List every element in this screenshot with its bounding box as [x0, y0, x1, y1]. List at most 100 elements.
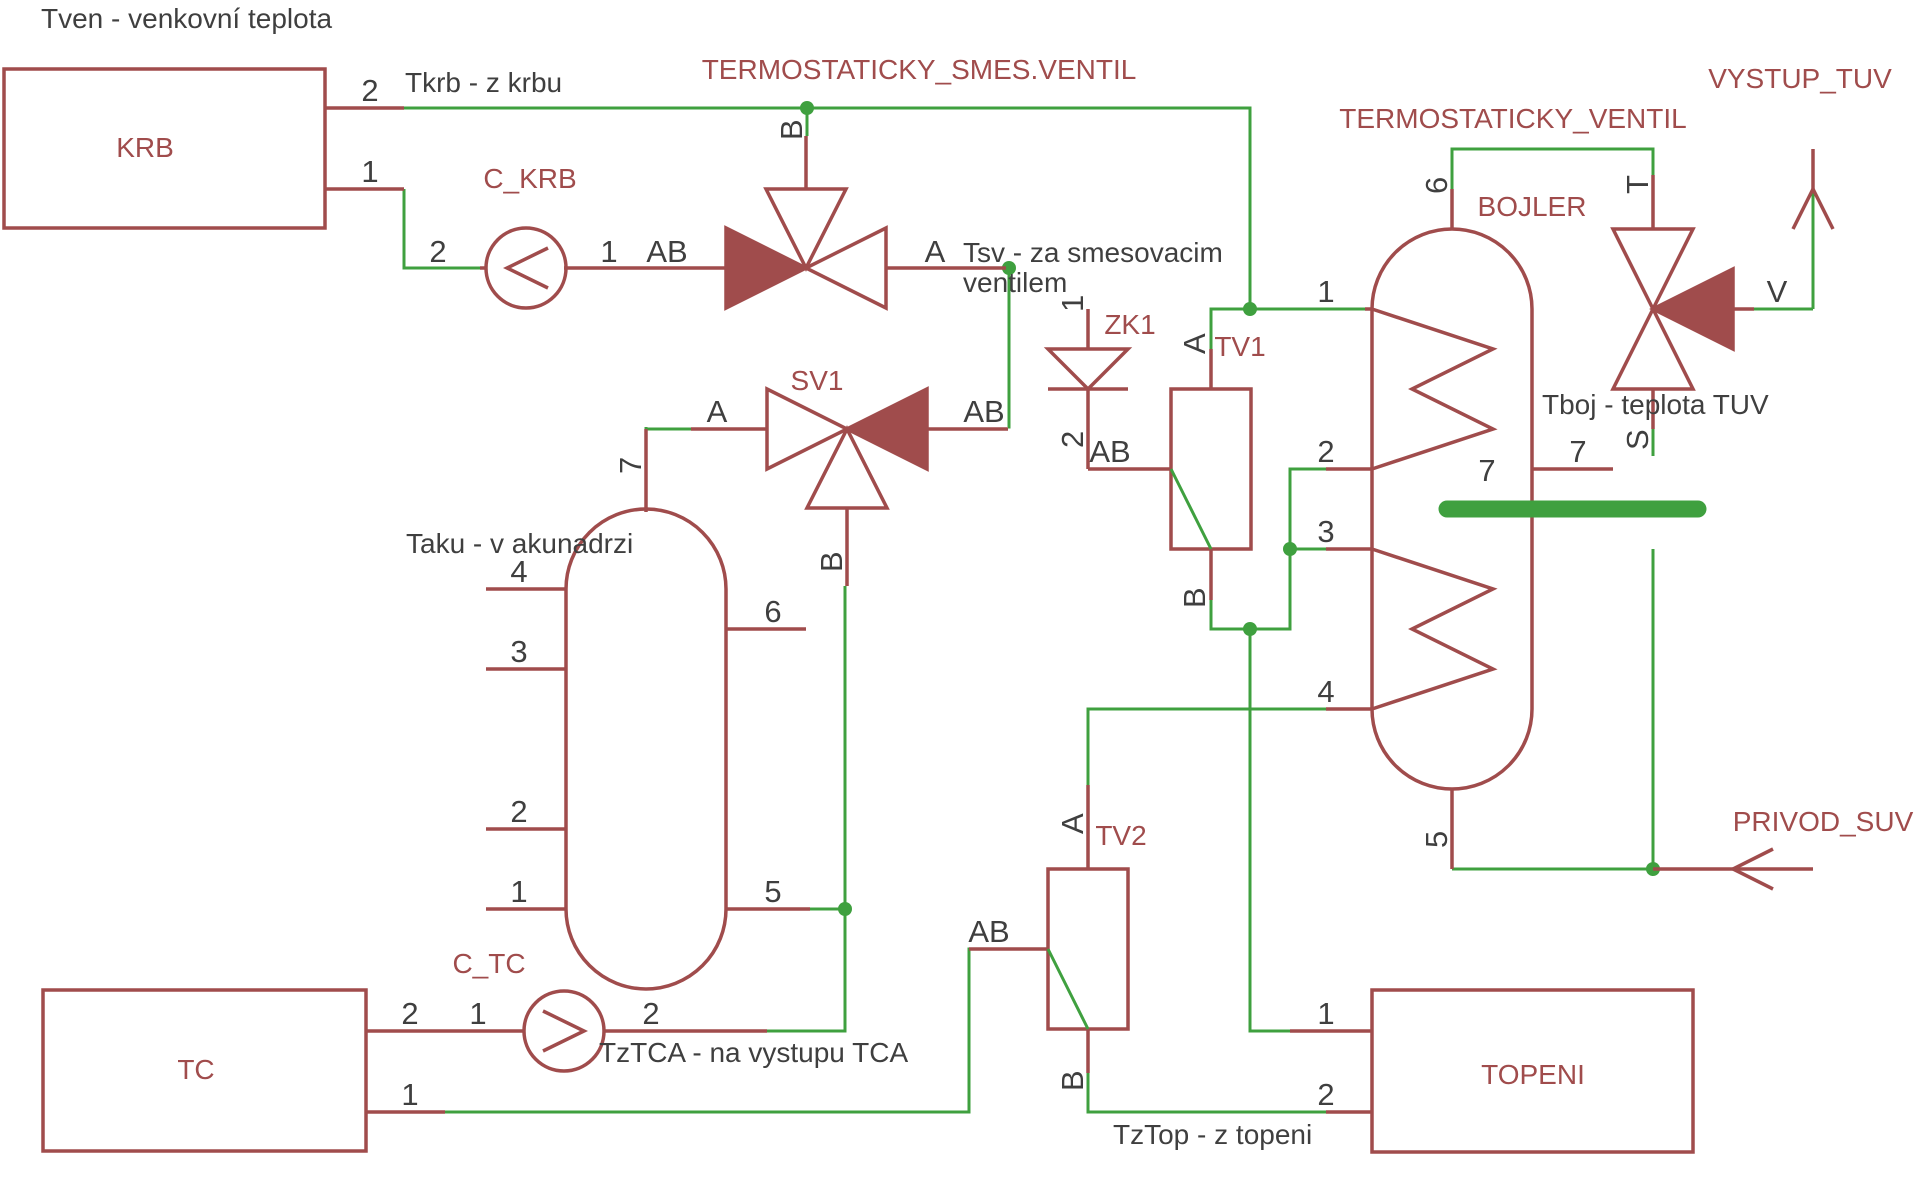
- pump-direction-icon: [542, 1009, 588, 1053]
- pin-label: A: [1177, 333, 1212, 354]
- wire-tv1-b: [1209, 547, 1292, 631]
- wire-sv1-a: [644, 427, 691, 431]
- check-valve-triangle: [1043, 347, 1133, 392]
- wire-tv2-b: [1086, 1073, 1326, 1114]
- pump-direction-icon: [503, 246, 549, 290]
- output-tuv[interactable]: VYSTUP_TUV: [1708, 63, 1892, 230]
- junction-dot: [800, 101, 814, 115]
- valve-tv2[interactable]: TV2 A AB B: [968, 785, 1147, 1091]
- net-label-tsv-line1: Tsv - za smesovacim: [963, 237, 1223, 268]
- mixing-valve[interactable]: TERMOSTATICKY_SMES.VENTIL AB A B: [646, 54, 1137, 311]
- c-tc-label: C_TC: [452, 948, 525, 979]
- junction-dot: [1002, 261, 1016, 275]
- valve-sv1[interactable]: SV1 A AB B: [691, 365, 1008, 586]
- pump-body: [522, 989, 606, 1073]
- pin-label: 1: [1055, 295, 1090, 312]
- wire-suv: [1452, 549, 1655, 871]
- pin-label: 2: [429, 234, 446, 269]
- bojler-label: BOJLER: [1478, 191, 1587, 222]
- pin-label: 1: [1317, 274, 1334, 309]
- tank-body: [564, 507, 728, 991]
- wire-krb-pump: [402, 189, 480, 270]
- pin-label: 1: [1317, 996, 1334, 1031]
- check-valve-zk1[interactable]: ZK1 1 2: [1043, 295, 1171, 471]
- net-label-tsv-line2: ventilem: [963, 267, 1067, 298]
- junction-dot: [1283, 542, 1297, 556]
- output-arrow-icon: [1791, 185, 1835, 230]
- net-label-tboj: Tboj - teplota TUV: [1542, 389, 1769, 420]
- tv2-switch-line: [1046, 948, 1090, 1030]
- wire-boj-6-t: [1450, 147, 1655, 228]
- pin-label: 7: [1569, 434, 1586, 469]
- accumulation-tank[interactable]: 7 4 3 2 1 6 5: [486, 429, 810, 991]
- boiler[interactable]: BOJLER 6 1 2 7 7 3 4 5: [1317, 177, 1707, 869]
- krb-label: KRB: [116, 132, 174, 163]
- tv1-label: TV1: [1214, 331, 1265, 362]
- pin-label: A: [925, 234, 946, 269]
- mixing-valve-label: TERMOSTATICKY_SMES.VENTIL: [702, 54, 1137, 85]
- pin-label: 3: [510, 634, 527, 669]
- tc-block[interactable]: TC 2 1: [41, 988, 524, 1153]
- input-suv[interactable]: PRIVOD_SUV: [1653, 806, 1914, 891]
- valve-tv1[interactable]: TV1 A AB B: [1089, 331, 1265, 608]
- pin-label: 1: [361, 154, 378, 189]
- topeni-box: [1370, 988, 1695, 1154]
- krb-block[interactable]: KRB 2 1: [2, 67, 404, 230]
- pin-label: AB: [968, 914, 1009, 949]
- pin-label: 3: [1317, 514, 1334, 549]
- tv2-label: TV2: [1095, 820, 1146, 851]
- tv1-switch-line: [1169, 468, 1213, 550]
- pin-label: 2: [510, 794, 527, 829]
- krb-box: [2, 67, 327, 230]
- input-arrow-icon: [1729, 847, 1774, 891]
- pin-label: 1: [469, 996, 486, 1031]
- pin-label: 5: [1419, 831, 1454, 848]
- pin-label: 2: [1317, 1077, 1334, 1112]
- wire-tkrb: [404, 106, 1365, 311]
- zk1-label: ZK1: [1104, 309, 1155, 340]
- topeni-block[interactable]: TOPENI 1 2: [1290, 988, 1695, 1154]
- tc-box: [41, 988, 368, 1153]
- heat-exchanger-upper: [1371, 307, 1498, 471]
- pin-label: AB: [646, 234, 687, 269]
- pin-label: 7: [1478, 453, 1495, 488]
- pin-label: 5: [764, 874, 781, 909]
- pin-label: AB: [963, 394, 1004, 429]
- valve-t-triangle: [1610, 227, 1696, 313]
- c-krb-label: C_KRB: [483, 163, 576, 194]
- pin-label: A: [707, 394, 728, 429]
- pin-label: 2: [642, 996, 659, 1031]
- pin-label: 2: [401, 996, 418, 1031]
- pump-body: [484, 226, 568, 310]
- pin-label: 4: [510, 554, 527, 589]
- tv1-box: [1169, 387, 1253, 551]
- pin-label: B: [1055, 1070, 1090, 1091]
- pin-label: 4: [1317, 674, 1334, 709]
- tc-label: TC: [177, 1054, 214, 1085]
- pin-label: A: [1055, 813, 1090, 834]
- tv2-box: [1046, 867, 1130, 1031]
- pin-label: V: [1767, 274, 1788, 309]
- net-label-tztop: TzTop - z topeni: [1113, 1119, 1312, 1150]
- wire-tc-return: [767, 909, 847, 1033]
- wire-sv1-b: [810, 586, 847, 911]
- pump-c-tc[interactable]: C_TC 1 2: [452, 948, 767, 1073]
- net-label-tkrb: Tkrb - z krbu: [405, 67, 562, 98]
- pin-label: 1: [401, 1077, 418, 1112]
- wire-topeni-1: [1248, 629, 1290, 1033]
- net-labels: Tven - venkovní teplota Tkrb - z krbu Ts…: [41, 3, 1769, 1150]
- pin-label: AB: [1089, 434, 1130, 469]
- junction-dot: [1243, 302, 1257, 316]
- net-label-tven: Tven - venkovní teplota: [41, 3, 332, 34]
- pin-label: S: [1620, 429, 1655, 450]
- pin-label: 6: [1419, 177, 1454, 194]
- pin-label: 1: [510, 874, 527, 909]
- net-label-taku: Taku - v akunadrzi: [406, 528, 633, 559]
- vystup-tuv-label: VYSTUP_TUV: [1708, 63, 1892, 94]
- pump-c-krb[interactable]: C_KRB 2 1: [429, 163, 726, 310]
- thermostatic-valve[interactable]: TERMOSTATICKY_VENTIL T V S: [1339, 103, 1787, 450]
- pin-label: B: [774, 119, 809, 140]
- topeni-label: TOPENI: [1481, 1059, 1585, 1090]
- wire-boj-4: [1086, 707, 1326, 785]
